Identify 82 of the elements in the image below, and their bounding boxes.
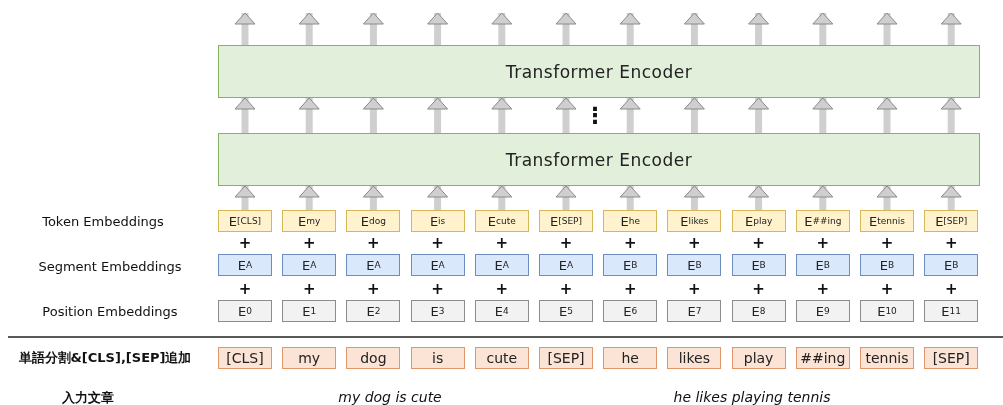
arrow — [876, 12, 898, 45]
plus-sign: + — [559, 234, 573, 252]
plus-sign: + — [559, 280, 573, 298]
plus-sign: + — [431, 234, 444, 252]
arrow — [812, 185, 834, 210]
arrow — [683, 185, 705, 210]
encoder-box: Transformer Encoder — [218, 133, 980, 186]
arrow — [362, 185, 384, 210]
arrow — [748, 12, 770, 45]
arrow — [298, 185, 320, 210]
token-box: cute — [474, 347, 529, 369]
plus-sign: + — [816, 280, 830, 298]
arrow — [427, 12, 449, 45]
arrow — [619, 12, 641, 45]
token-box: is — [410, 347, 465, 369]
arrow — [234, 12, 256, 45]
arrow — [619, 185, 641, 210]
sentence: my dog is cute — [338, 389, 442, 405]
arrow — [298, 12, 320, 45]
plus-sign: + — [238, 280, 252, 298]
arrow — [491, 185, 513, 210]
arrow — [555, 185, 577, 210]
arrow — [234, 97, 256, 133]
arrow — [619, 97, 641, 133]
arrow — [555, 12, 577, 45]
plus-sign: + — [302, 280, 316, 298]
arrow — [683, 97, 705, 133]
arrow — [940, 97, 962, 133]
row-label: Position Embeddings — [42, 303, 178, 319]
arrow — [491, 12, 513, 45]
token-box: play — [731, 347, 786, 369]
arrow — [748, 185, 770, 210]
arrow — [812, 97, 834, 133]
plus-sign: + — [752, 280, 765, 298]
plus-sign: + — [688, 234, 701, 252]
plus-sign: + — [495, 280, 509, 298]
arrow — [555, 97, 577, 133]
encoder-box: Transformer Encoder — [218, 45, 980, 98]
plus-sign: + — [367, 234, 380, 252]
plus-sign: + — [880, 234, 894, 252]
token-box: [SEP] — [924, 347, 979, 369]
arrow — [876, 185, 898, 210]
arrow — [427, 97, 449, 133]
arrow — [362, 97, 384, 133]
token-box: [SEP] — [539, 347, 593, 369]
ellipsis-mark: ⋮ — [584, 102, 606, 128]
arrow — [748, 97, 770, 133]
plus-sign: + — [688, 280, 701, 298]
plus-sign: + — [367, 280, 380, 298]
plus-sign: + — [623, 280, 637, 298]
plus-sign: + — [944, 234, 958, 252]
arrow — [812, 12, 834, 45]
plus-sign: + — [238, 234, 252, 252]
token-box: tennis — [860, 347, 914, 369]
plus-sign: + — [880, 280, 894, 298]
arrow — [876, 97, 898, 133]
plus-sign: + — [495, 234, 509, 252]
row-label: Segment Embeddings — [38, 258, 182, 274]
plus-sign: + — [944, 280, 958, 298]
token-box: likes — [667, 347, 722, 369]
sentence: he likes playing tennis — [673, 389, 831, 405]
row-label: 単語分割&[CLS],[SEP]追加 — [18, 349, 192, 367]
arrow — [940, 185, 962, 210]
plus-sign: + — [431, 280, 444, 298]
token-box: he — [603, 347, 658, 369]
arrow — [234, 185, 256, 210]
arrow — [491, 97, 513, 133]
plus-sign: + — [302, 234, 316, 252]
plus-sign: + — [752, 234, 765, 252]
token-box: my — [282, 347, 337, 369]
row-label: Token Embeddings — [42, 213, 164, 229]
arrow — [940, 12, 962, 45]
token-box: ##ing — [795, 347, 850, 369]
token-box: dog — [346, 347, 401, 369]
arrow — [298, 97, 320, 133]
token-box: [CLS] — [218, 347, 272, 369]
arrow — [683, 12, 705, 45]
arrow — [427, 185, 449, 210]
plus-sign: + — [816, 234, 830, 252]
plus-sign: + — [623, 234, 637, 252]
row-label: 入力文章 — [62, 389, 114, 405]
arrow — [362, 12, 384, 45]
